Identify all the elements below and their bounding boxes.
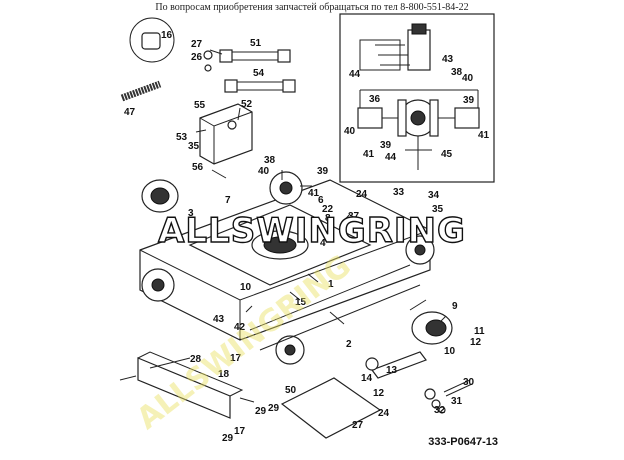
callout-36: 36 [369, 94, 381, 105]
callout-1: 1 [328, 279, 334, 290]
callout-50: 50 [285, 385, 297, 396]
callout-12b: 12 [373, 388, 385, 399]
inset-detail-frame [339, 13, 495, 183]
callout-40-inset: 40 [462, 73, 474, 84]
callout-38: 38 [264, 155, 276, 166]
callout-34: 34 [428, 190, 440, 201]
hydraulic-fittings [203, 49, 296, 93]
callout-32: 32 [434, 405, 446, 416]
callout-4: 4 [320, 238, 326, 249]
callout-26: 29 [268, 403, 280, 414]
callout-39-inset-b: 39 [380, 140, 392, 151]
callout-15: 15 [295, 297, 307, 308]
callout-44: 44 [385, 152, 397, 163]
watermark-text: ALLSWINGRING [158, 211, 466, 251]
callout-54: 54 [253, 68, 265, 79]
callout-6: 6 [318, 195, 324, 206]
callout-25: 29 [255, 406, 267, 417]
bolt-washers [424, 379, 473, 414]
callout-45: 45 [441, 149, 453, 160]
undercarriage-frame [139, 171, 435, 365]
track-adjuster [365, 351, 427, 379]
callout-labels: 16 27 26 51 54 47 55 52 53 35 56 38 40 3… [124, 30, 490, 444]
callout-27: 27 [352, 420, 364, 431]
callout-41-inset-b: 41 [363, 149, 375, 160]
callout-42-inset: 43 [442, 54, 454, 65]
callout-17: 17 [230, 353, 242, 364]
callout-40: 40 [258, 166, 270, 177]
callout-10: 10 [240, 282, 252, 293]
hose-part [120, 80, 162, 102]
callout-51: 51 [250, 38, 262, 49]
travel-motor [409, 299, 453, 345]
callout-31: 31 [451, 396, 463, 407]
callout-33: 33 [393, 187, 405, 198]
callout-35: 35 [188, 141, 200, 152]
callout-35b: 35 [432, 204, 444, 215]
callout-40-inset-left: 40 [344, 126, 356, 137]
callout-30: 30 [463, 377, 475, 388]
callout-11: 11 [474, 326, 485, 337]
callout-41-inset: 41 [478, 130, 490, 141]
callout-24: 28 [190, 354, 202, 365]
callout-20: 24 [356, 189, 368, 200]
callout-39-inset: 39 [463, 95, 475, 106]
diagram-code: 333-P0647-13 [428, 436, 498, 448]
callout-43-inset: 44 [349, 69, 361, 80]
callout-56: 56 [192, 162, 204, 173]
callout-55: 55 [194, 100, 206, 111]
callout-42: 42 [234, 322, 246, 333]
callout-7: 7 [225, 195, 231, 206]
inset-hydraulic-assembly [357, 23, 480, 170]
callout-53: 53 [176, 132, 188, 143]
callout-9: 9 [452, 301, 458, 312]
cover-plate [280, 377, 382, 439]
callout-14: 14 [361, 373, 373, 384]
callout-37: 37 [348, 211, 360, 222]
callout-47: 47 [124, 107, 136, 118]
callout-19: 22 [322, 204, 334, 215]
callout-17b: 17 [234, 426, 246, 437]
callout-3: 3 [188, 208, 194, 219]
callout-52: 52 [241, 99, 253, 110]
callout-22: 27 [191, 39, 203, 50]
callout-2: 2 [346, 339, 352, 350]
callout-12: 12 [470, 337, 482, 348]
bushing-part [141, 32, 161, 50]
detail-circle-bushing [129, 17, 175, 63]
callout-13: 13 [386, 365, 398, 376]
valve-block [195, 103, 253, 179]
callout-8: 8 [325, 213, 331, 224]
callout-10b: 10 [444, 346, 456, 357]
roller-part [141, 179, 179, 213]
header-contact-text: По вопросам приобретения запчастей обращ… [155, 2, 469, 13]
callout-39: 39 [317, 166, 329, 177]
callout-38-inset: 38 [451, 67, 463, 78]
callout-43: 43 [213, 314, 225, 325]
dozer-blade [119, 351, 244, 419]
callout-16: 16 [161, 30, 173, 41]
leader-lines [149, 49, 447, 403]
callout-41: 41 [308, 188, 320, 199]
callout-18: 18 [218, 369, 230, 380]
callout-21: 26 [191, 52, 203, 63]
callout-28: 24 [378, 408, 390, 419]
callout-29: 29 [222, 433, 234, 444]
